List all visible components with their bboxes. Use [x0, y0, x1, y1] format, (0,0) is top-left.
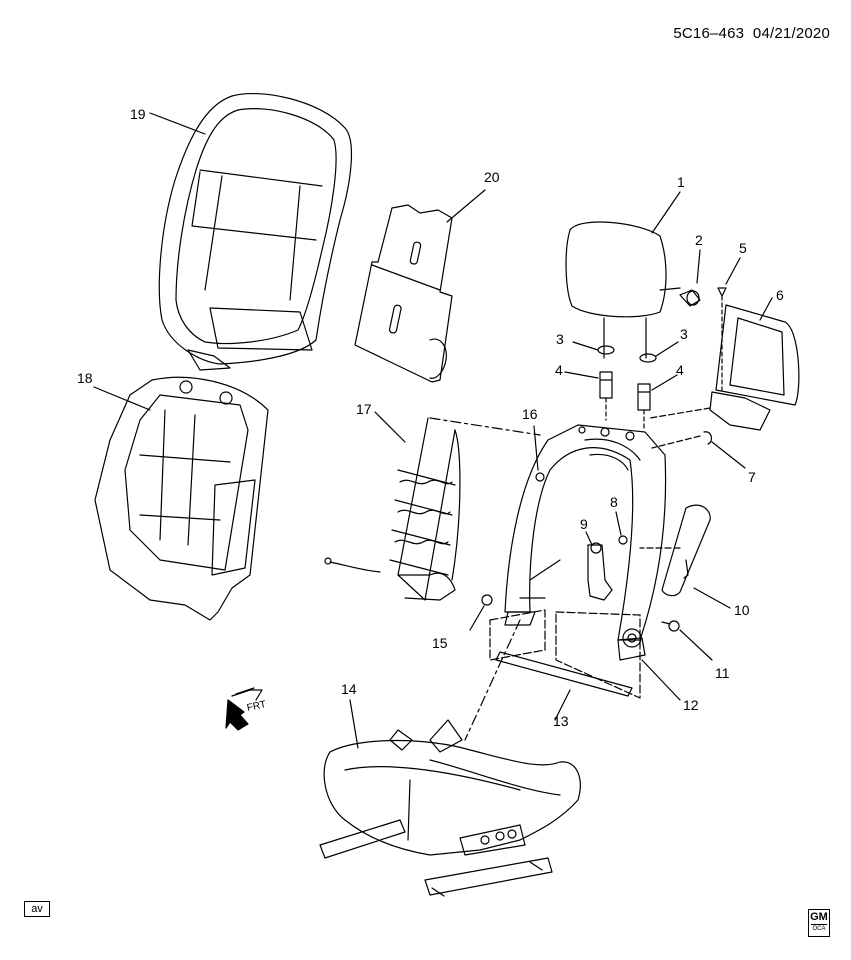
callout-15: 15	[432, 635, 448, 651]
callout-4-right: 4	[676, 362, 684, 378]
part-7-clip	[651, 431, 746, 469]
leader-frame-to-cushion	[464, 619, 521, 741]
callout-3-right: 3	[680, 326, 688, 342]
callout-18: 18	[77, 370, 93, 386]
part-15-bolt	[469, 594, 493, 631]
diagram-header: 5C16–463 04/21/2020	[673, 25, 830, 42]
part-3-washer-right	[639, 353, 657, 363]
part-1-headrest	[565, 191, 681, 359]
leader-3b	[655, 341, 679, 357]
part-19-seat-back-cover	[149, 93, 353, 371]
gm-logo: GM OCA	[808, 909, 830, 937]
callout-1: 1	[677, 174, 685, 190]
callout-7: 7	[748, 469, 756, 485]
part-6-rear-module	[649, 297, 800, 431]
av-tag: av	[24, 901, 50, 917]
leader-17-frame	[429, 417, 541, 436]
part-16-bolt	[533, 425, 545, 482]
callout-16: 16	[522, 406, 538, 422]
part-18-seat-back-frame	[93, 376, 269, 621]
callout-19: 19	[130, 106, 146, 122]
diagram-date: 04/21/2020	[752, 25, 830, 42]
gm-logo-text: GM	[810, 911, 828, 923]
part-14-seat-cushion	[319, 699, 581, 897]
callout-20: 20	[484, 169, 500, 185]
callout-13: 13	[553, 713, 569, 729]
callout-3-left: 3	[556, 331, 564, 347]
part-17-lumbar-support	[324, 411, 461, 601]
callout-9: 9	[580, 516, 588, 532]
front-direction-arrow	[225, 687, 263, 731]
callout-2: 2	[695, 232, 703, 248]
part-20-back-panel	[354, 189, 486, 383]
diagram-code: 5C16–463	[673, 25, 745, 42]
part-4-guides	[564, 371, 678, 431]
seat-back-main-frame	[504, 424, 667, 661]
callout-6: 6	[776, 287, 784, 303]
callout-12: 12	[683, 697, 699, 713]
callout-14: 14	[341, 681, 357, 697]
leader-12	[641, 659, 681, 701]
part-13-trim-strip	[489, 609, 641, 721]
leader-3a	[572, 341, 599, 351]
part-11-bolt	[661, 620, 713, 661]
callout-10: 10	[734, 602, 750, 618]
part-3-washer-left	[597, 345, 615, 355]
part-8-fastener	[618, 535, 628, 545]
callout-11: 11	[715, 665, 730, 681]
part-9-recliner-motor	[585, 531, 613, 601]
callout-17: 17	[356, 401, 372, 417]
leader-8	[615, 511, 622, 536]
part-5-screw	[717, 257, 741, 391]
callout-8: 8	[610, 494, 618, 510]
callout-5: 5	[739, 240, 747, 256]
part-10-side-trim	[639, 504, 731, 609]
part-2-guide-sleeve	[679, 249, 701, 307]
gm-logo-sub: OCA	[811, 924, 827, 932]
callout-4-left: 4	[555, 362, 563, 378]
